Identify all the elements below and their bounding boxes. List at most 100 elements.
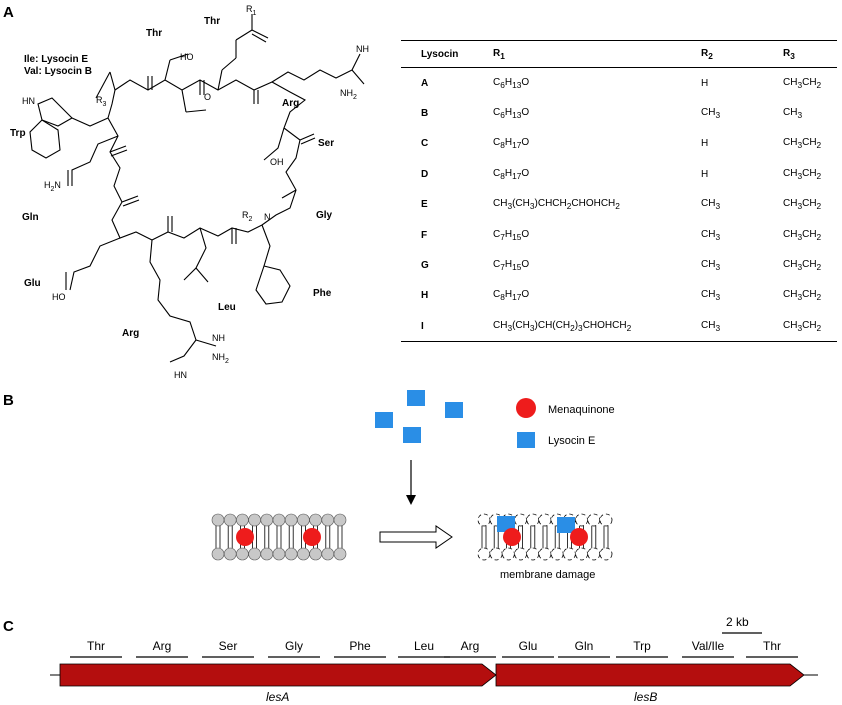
- domain-label: Leu: [414, 639, 434, 653]
- damaged-lipid-head: [587, 513, 601, 527]
- r2-label: R2: [242, 210, 253, 223]
- lipid-head: [248, 513, 261, 527]
- lysocin-name-cell: F: [421, 229, 428, 241]
- lysocin-molecule: [403, 427, 421, 443]
- r2-cell: CH3: [701, 289, 721, 303]
- table-bottom-rule: [401, 341, 837, 342]
- r3-cell: CH3CH2: [783, 137, 822, 151]
- header-r1: R1: [493, 48, 505, 61]
- lipid-head: [223, 513, 237, 527]
- r2-cell: H: [701, 138, 709, 150]
- domain-label: Arg: [153, 639, 172, 653]
- header-r2: R2: [701, 48, 713, 61]
- arg1-nh: NH: [356, 44, 369, 54]
- header-lysocin: Lysocin: [421, 49, 459, 60]
- lipid-head: [260, 547, 274, 561]
- mechanism-diagram: Menaquinone Lysocin E membrane damage: [211, 390, 615, 581]
- domain-label: Arg: [461, 639, 480, 653]
- lipid-head: [284, 513, 298, 527]
- residue-thr-1: Thr: [146, 28, 162, 39]
- lysocin-name-cell: H: [421, 290, 429, 302]
- lipid-head: [321, 513, 335, 527]
- residue-trp: Trp: [10, 128, 26, 139]
- menaquinone-in-damaged-membrane: [503, 528, 521, 546]
- r1-cell: C7H15O: [493, 228, 530, 242]
- residue-gly: Gly: [316, 210, 333, 221]
- residue-glu: Glu: [24, 278, 41, 289]
- domain-label: Thr: [763, 639, 781, 653]
- r1-cell: C6H13O: [493, 107, 530, 121]
- gln-h2n: H2N: [44, 180, 61, 193]
- r3-label: R3: [96, 95, 107, 108]
- lysocin-name-cell: C: [421, 138, 429, 150]
- lipid-head: [321, 547, 335, 561]
- lipid-head: [211, 513, 225, 527]
- r2-cell: CH3: [701, 107, 721, 121]
- r3-cell: CH3CH2: [783, 198, 822, 212]
- ile-lysocin-note: Ile: Lysocin E: [24, 54, 88, 65]
- damaged-lipid-head: [575, 513, 588, 527]
- r2-cell: CH3: [701, 198, 721, 212]
- panel-label-b: B: [3, 392, 14, 409]
- damaged-lipid-head: [563, 547, 576, 561]
- damaged-lipid-head: [599, 513, 613, 527]
- lysocin-structure: R3 R1 R2 N HO OH O HN H2N HO NH HN NH2 N…: [10, 4, 369, 380]
- gene-lesA-arrow: [59, 663, 497, 687]
- membrane-damage-caption: membrane damage: [500, 569, 595, 581]
- table-header-rule: [401, 67, 837, 68]
- domain-label: Val/Ile: [692, 639, 725, 653]
- residue-gln: Gln: [22, 212, 39, 223]
- lipid-head: [248, 547, 261, 561]
- damaged-lipid-head: [550, 547, 564, 561]
- lipid-head: [236, 513, 249, 527]
- lysocin-name-cell: B: [421, 108, 429, 120]
- lipid-head: [223, 547, 237, 561]
- lipid-head: [297, 513, 310, 527]
- inserted-lysocin: [557, 517, 575, 533]
- lipid-head: [272, 547, 286, 561]
- menaquinone-in-membrane: [303, 528, 321, 546]
- damaged-lipid-head: [599, 547, 613, 561]
- lysocin-legend-label: Lysocin E: [548, 435, 595, 447]
- lipid-head: [309, 547, 322, 561]
- menaquinone-legend-icon: [516, 398, 536, 418]
- r3-cell: CH3CH2: [783, 319, 822, 333]
- menaquinone-in-damaged-membrane: [570, 528, 588, 546]
- intact-membrane: [211, 513, 347, 561]
- lysocin-name-cell: A: [421, 77, 429, 89]
- lipid-head: [211, 547, 225, 561]
- r1-cell: CH3(CH3)CH(CH2)3CHOHCH2: [493, 319, 632, 333]
- r2-cell: H: [701, 77, 709, 89]
- damaged-lipid-head: [538, 547, 552, 561]
- scale-bar-label: 2 kb: [726, 615, 749, 629]
- residue-arg-1: Arg: [282, 98, 299, 109]
- r3-cell: CH3CH2: [783, 76, 822, 90]
- header-r3: R3: [783, 48, 795, 61]
- r1-cell: C8H17O: [493, 167, 530, 181]
- residue-arg-2: Arg: [122, 328, 139, 339]
- residue-ser: Ser: [318, 138, 334, 149]
- damaged-lipid-head: [501, 547, 515, 561]
- lysocin-molecule: [407, 390, 425, 406]
- damaged-lipid-head: [526, 513, 540, 527]
- gene-lesB-arrow: [495, 663, 805, 687]
- arg2-hn: HN: [174, 370, 187, 380]
- gene-lesB-label: lesB: [634, 690, 657, 704]
- lipid-head: [333, 513, 347, 527]
- damaged-lipid-head: [477, 547, 491, 561]
- inserted-lysocin: [497, 516, 515, 532]
- damaged-lipid-head: [587, 547, 601, 561]
- domain-label: Trp: [633, 639, 651, 653]
- n-atom: N: [264, 212, 271, 222]
- lysocin-name-cell: D: [421, 168, 429, 180]
- r3-cell: CH3: [783, 107, 803, 121]
